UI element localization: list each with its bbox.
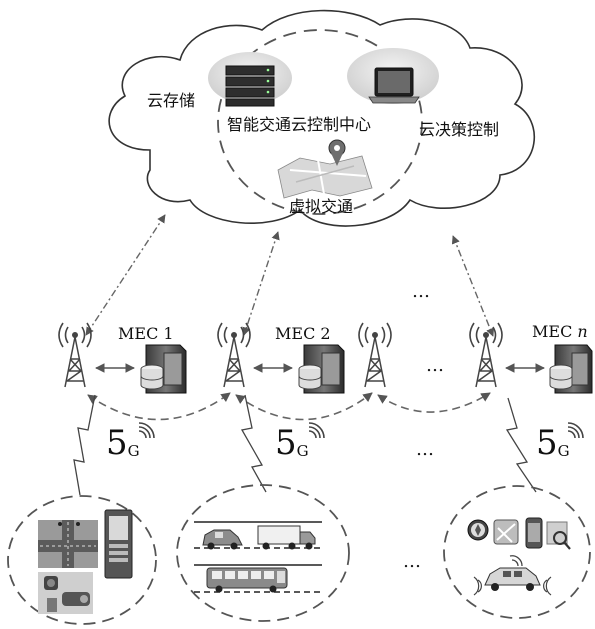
mec-n-prefix: MEC	[532, 322, 578, 341]
autonomous-car-icon	[473, 555, 552, 596]
cloud-decision-label: 云决策控制	[419, 120, 500, 139]
ellipsis-5g: …	[416, 439, 436, 460]
wireless-link-2	[240, 394, 267, 493]
mec-1-label: MEC 1	[118, 324, 174, 343]
ellipsis-groups: …	[403, 551, 423, 572]
laptop-icon	[347, 48, 439, 104]
base-station-tower-n-icon	[469, 322, 503, 388]
phone-app-icon	[525, 517, 543, 549]
five-g-1-digit: 5	[106, 423, 128, 463]
cloud-storage-label: 云存储	[147, 91, 196, 110]
five-g-n-digit: 5	[536, 423, 558, 463]
cloud-control-center-label: 智能交通云控制中心	[227, 115, 372, 134]
road-lanes-icon	[194, 521, 322, 593]
five-g-n-letter: G	[557, 442, 570, 460]
signal-5g-1-icon	[138, 422, 155, 439]
link-arc-bs2-bs3	[235, 392, 373, 421]
base-station-tower-3-icon	[358, 322, 392, 388]
terminal-group-1	[7, 495, 157, 625]
link-arc-bs1-bs2	[87, 392, 231, 421]
wireless-link-n	[505, 397, 537, 493]
road-intersection-icon	[38, 520, 98, 568]
five-g-1-letter: G	[127, 442, 140, 460]
link-cloud-bsn	[451, 235, 495, 337]
mec-server-n-icon	[549, 344, 593, 394]
mec-n-label: MEC n	[532, 324, 588, 340]
five-g-2-digit: 5	[275, 423, 297, 463]
signal-5g-2-icon	[308, 422, 325, 439]
mec-server-1-icon	[140, 344, 187, 394]
cloud-inner-ring	[217, 29, 423, 215]
info-kiosk-icon	[104, 509, 133, 579]
bus-icon	[206, 567, 288, 593]
mec-2-label: MEC 2	[275, 324, 331, 343]
virtual-traffic-label: 虚拟交通	[289, 197, 354, 216]
five-g-label-1: 5G	[106, 426, 140, 460]
compass-app-icon	[467, 519, 489, 541]
terminal-group-n	[443, 485, 591, 619]
traffic-camera-icon	[38, 572, 93, 614]
link-cloud-bs2	[242, 231, 280, 336]
terminal-group-2	[176, 484, 350, 622]
signal-5g-n-icon	[567, 422, 584, 439]
map-app-icon	[493, 519, 519, 545]
five-g-label-2: 5G	[275, 426, 309, 460]
ellipsis-towers: …	[426, 355, 446, 376]
mec-n-index: n	[577, 322, 588, 341]
mec-server-2-icon	[298, 344, 345, 394]
storage-server-icon	[208, 52, 292, 107]
search-app-icon	[546, 521, 571, 550]
link-cloud-bs1	[85, 214, 166, 336]
five-g-2-letter: G	[296, 442, 309, 460]
virtual-traffic-map-icon	[277, 139, 373, 199]
car-icon	[202, 529, 243, 550]
base-station-tower-1-icon	[58, 322, 92, 388]
wireless-link-1	[73, 394, 96, 496]
truck-icon	[257, 525, 316, 550]
five-g-label-n: 5G	[536, 426, 570, 460]
ellipsis-top: …	[412, 281, 432, 302]
link-arc-bs3-bsn	[377, 392, 491, 413]
base-station-tower-2-icon	[217, 322, 251, 388]
